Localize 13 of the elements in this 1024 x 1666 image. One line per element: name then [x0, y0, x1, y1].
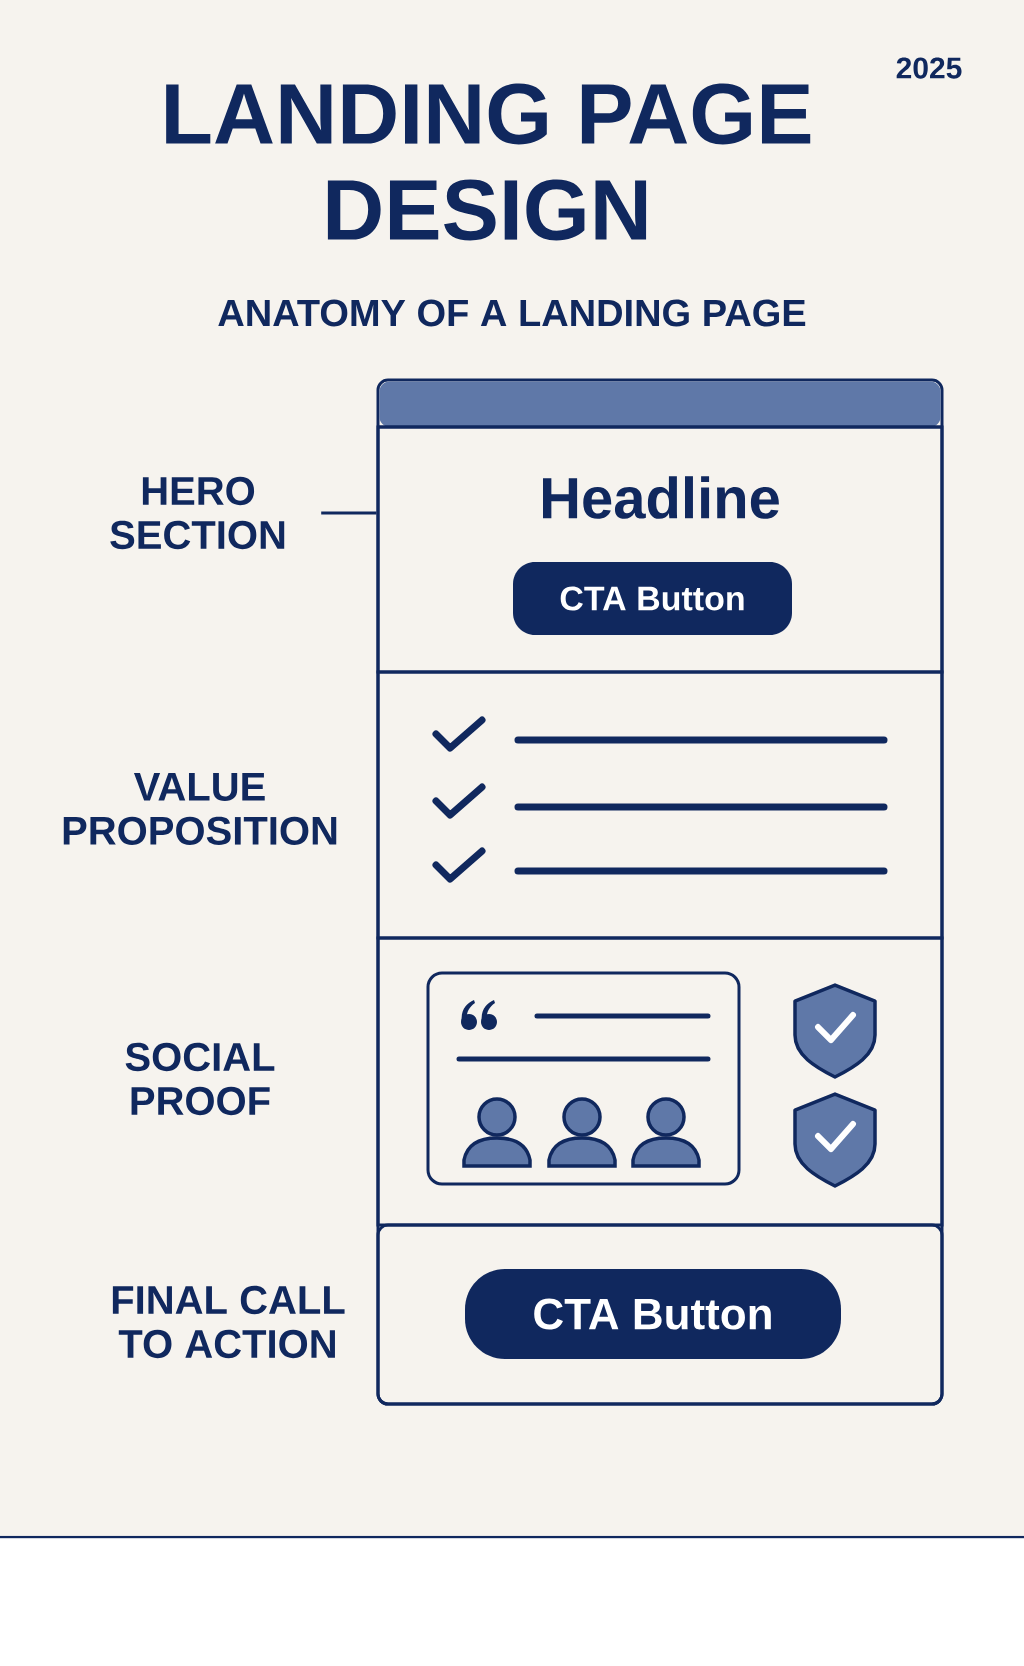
- section-label: HERO SECTION: [110, 476, 285, 550]
- cta-button: CTA Button: [465, 1269, 841, 1359]
- cta-button: CTA Button: [513, 562, 792, 635]
- year-label: 2025: [896, 57, 962, 79]
- subtitle: ANATOMY OF A LANDING PAGE: [218, 299, 806, 327]
- final-section: [376, 1223, 944, 1406]
- section-label: FINAL CALL TO ACTION: [112, 1285, 345, 1359]
- value-section: [376, 670, 944, 940]
- section-label: VALUE PROPOSITION: [63, 773, 337, 845]
- social-proof-section: [376, 936, 944, 1227]
- title: LANDING PAGE DESIGN: [166, 83, 811, 241]
- leader-line: [321, 511, 377, 515]
- section-label: SOCIAL PROOF: [125, 1042, 275, 1116]
